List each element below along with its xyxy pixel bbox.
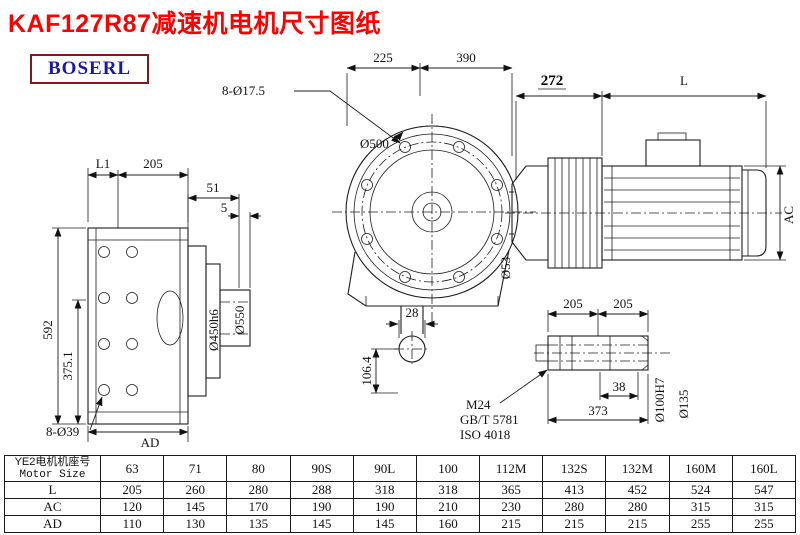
table-cell: 318 <box>352 481 417 500</box>
table-col-header: 112M <box>479 454 544 483</box>
dia-53-label: Ø53 <box>498 257 513 279</box>
dim-225-label: 225 <box>373 50 393 65</box>
table-row: AC 120 145 170 190 190 210 230 280 280 3… <box>4 498 797 517</box>
table-col-header: 160L <box>731 454 797 483</box>
table-cell: 280 <box>226 481 291 500</box>
dim-592-label: 592 <box>40 320 55 340</box>
dim-51-label: 51 <box>207 180 220 195</box>
table-cell: 215 <box>542 515 607 534</box>
dim-205b-label: 205 <box>613 296 633 311</box>
dim-AD-label: AD <box>141 435 160 450</box>
table-cell: 160 <box>415 515 481 534</box>
dim-L-label: L <box>680 73 688 88</box>
thread-m24-label: M24 <box>466 397 491 412</box>
motor-view-dimensions: 272 L AC <box>515 73 796 261</box>
table-header-row: YE2电机机座号 Motor Size 63 71 80 90S 90L 100… <box>4 454 797 483</box>
motor-view <box>505 132 782 269</box>
dim-373-label: 373 <box>588 403 608 418</box>
table-cell: 210 <box>415 498 481 517</box>
table-cell: 315 <box>731 498 797 517</box>
table-col-header: 63 <box>99 454 165 483</box>
table-col-header: 132S <box>542 454 607 483</box>
table-col-header: 100 <box>415 454 481 483</box>
brand-logo: BOSERL <box>30 54 150 84</box>
table-cell: 365 <box>479 481 544 500</box>
table-cell: 255 <box>731 515 797 534</box>
table-cell: 205 <box>99 481 165 500</box>
technical-drawing: 225 390 8-Ø17.5 Ø500 28 106.4 Ø53 272 L <box>40 50 796 450</box>
bolt-callout-17-5-label: 8-Ø17.5 <box>222 83 265 98</box>
table-cell: 190 <box>289 498 354 517</box>
motor-size-table: YE2电机机座号 Motor Size 63 71 80 90S 90L 100… <box>4 454 797 534</box>
table-cell: 280 <box>605 498 670 517</box>
dim-5-label: 5 <box>221 200 228 215</box>
table-cell: 135 <box>226 515 291 534</box>
table-cell: 130 <box>163 515 228 534</box>
table-cell: 215 <box>605 515 670 534</box>
table-cell: 280 <box>542 498 607 517</box>
dim-205a-label: 205 <box>563 296 583 311</box>
motor-size-label-cn: YE2电机机座号 <box>14 456 91 468</box>
table-cell: 288 <box>289 481 354 500</box>
table-row: L 205 260 280 288 318 318 365 413 452 52… <box>4 481 797 500</box>
table-row-label: AD <box>4 515 101 534</box>
table-cell: 260 <box>163 481 228 500</box>
table-cell: 230 <box>479 498 544 517</box>
front-view-dimensions: 225 390 8-Ø17.5 Ø500 28 106.4 Ø53 <box>222 50 513 394</box>
table-cell: 110 <box>99 515 165 534</box>
dim-205-label: 205 <box>143 156 163 171</box>
front-view <box>332 114 536 367</box>
standard-gb-label: GB/T 5781 <box>460 412 519 427</box>
table-col-header: 90S <box>289 454 354 483</box>
dim-390-label: 390 <box>456 50 476 65</box>
table-cell: 145 <box>352 515 417 534</box>
standard-iso-label: ISO 4018 <box>460 427 510 442</box>
table-cell: 145 <box>289 515 354 534</box>
table-cell: 547 <box>731 481 797 500</box>
table-cell: 215 <box>479 515 544 534</box>
table-cell: 145 <box>163 498 228 517</box>
table-cell: 170 <box>226 498 291 517</box>
dia-550-label: Ø550 <box>232 306 247 335</box>
table-cell: 413 <box>542 481 607 500</box>
dim-28-label: 28 <box>406 305 419 320</box>
dim-272-label: 272 <box>541 73 564 89</box>
dim-106-4-label: 106.4 <box>359 356 374 386</box>
bolt-callout-39-label: 8-Ø39 <box>46 424 79 439</box>
page-title: KAF127R87减速机电机尺寸图纸 <box>8 10 381 38</box>
table-corner-cell: YE2电机机座号 Motor Size <box>4 454 101 483</box>
dim-38-label: 38 <box>613 379 626 394</box>
dia-100h7-label: Ø100H7 <box>652 377 667 422</box>
table-cell: 315 <box>668 498 733 517</box>
side-view <box>87 227 251 425</box>
table-cell: 190 <box>352 498 417 517</box>
table-col-header: 71 <box>163 454 228 483</box>
dim-AC-label: AC <box>781 206 796 224</box>
motor-size-label-en: Motor Size <box>19 468 86 481</box>
shaft-detail: 205 205 38 373 M24 GB/T 5781 ISO 4018 Ø1… <box>460 296 691 442</box>
dim-L1-label: L1 <box>96 156 110 171</box>
table-cell: 452 <box>605 481 670 500</box>
table-col-header: 80 <box>226 454 291 483</box>
table-row: AD 110 130 135 145 145 160 215 215 215 2… <box>4 515 797 534</box>
dia-500-label: Ø500 <box>360 136 389 151</box>
table-cell: 120 <box>99 498 165 517</box>
dia-135-label: Ø135 <box>676 390 691 419</box>
table-cell: 318 <box>415 481 481 500</box>
table-cell: 524 <box>668 481 733 500</box>
table-col-header: 132M <box>605 454 670 483</box>
dia-450h6-label: Ø450h6 <box>206 309 221 351</box>
side-view-dimensions: L1 205 51 5 592 375.1 8-Ø39 AD Ø450h6 Ø5… <box>40 156 261 450</box>
table-col-header: 160M <box>668 454 733 483</box>
table-cell: 255 <box>668 515 733 534</box>
dim-375-1-label: 375.1 <box>60 351 75 380</box>
table-row-label: L <box>4 481 101 500</box>
table-col-header: 90L <box>352 454 417 483</box>
table-row-label: AC <box>4 498 101 517</box>
